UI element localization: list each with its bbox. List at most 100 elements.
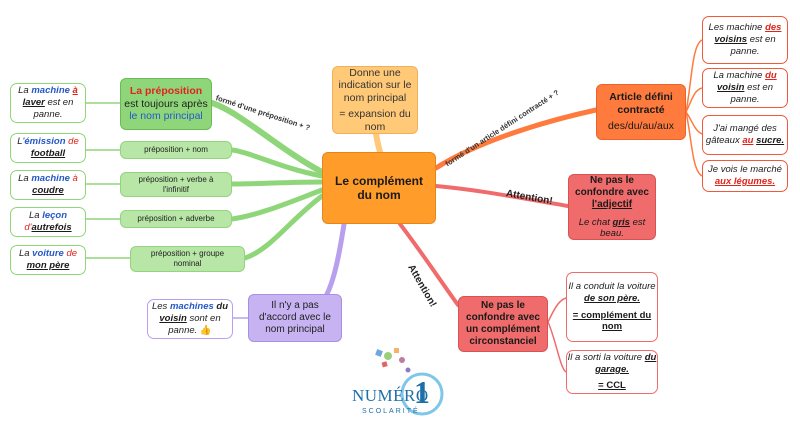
rule-box-2[interactable]: préposition + verbe à l'infinitif <box>120 172 232 197</box>
rule-box-1[interactable]: préposition + nom <box>120 141 232 159</box>
branch-rule-3 <box>229 187 325 222</box>
logo-graphic <box>375 348 444 416</box>
ex-noun: machines <box>169 301 214 313</box>
article-example-2[interactable]: La machine du voisin est en panne. <box>702 68 788 108</box>
rule-label-3: préposition + adverbe <box>137 214 215 224</box>
ex-pre: J'ai mangé des gâteaux <box>705 123 777 146</box>
ex-complement: football <box>30 148 66 159</box>
example-football[interactable]: L'émission de football <box>10 133 86 163</box>
example-mon-pere[interactable]: La voiture de mon père <box>10 245 86 275</box>
ex-pre: La machine <box>713 70 766 82</box>
ex-complement: sucre. <box>756 135 785 146</box>
adjectif-example-b: gris <box>612 216 630 228</box>
preposition-text-b: le nom principal <box>129 110 203 123</box>
rule-box-3[interactable]: préposition + adverbe <box>120 210 232 228</box>
definition-box[interactable]: Donne une indication sur le nom principa… <box>332 66 418 134</box>
ex-complement: du garage. <box>595 352 657 376</box>
ex-prep: de <box>68 136 79 148</box>
article-box[interactable]: Article défini contracté des/du/au/aux <box>596 84 686 140</box>
ex-complement: voisins <box>714 34 748 46</box>
adjectif-box[interactable]: Ne pas le confondre avec l'adjectif Le c… <box>568 174 656 240</box>
branch-circonstanciel <box>398 222 460 307</box>
example-autrefois-text: La leçon d'autrefois <box>11 210 85 234</box>
preposition-text-a: est toujours après <box>124 97 208 110</box>
circonstanciel-example-1-text: Il a conduit la voiture de son père. <box>567 281 657 305</box>
accord-box[interactable]: Il n'y a pas d'accord avec le nom princi… <box>248 294 342 342</box>
ex-complement: laver <box>22 97 45 109</box>
adjectif-title-b: l'adjectif <box>591 198 633 210</box>
example-mon-pere-text: La voiture de mon père <box>11 248 85 272</box>
branch-top <box>373 131 383 155</box>
example-autrefois[interactable]: La leçon d'autrefois <box>10 207 86 237</box>
article-example-1-text: Les machine des voisins est en panne. <box>703 22 787 58</box>
ex-post: est en panne. <box>730 82 773 105</box>
example-coudre[interactable]: La machine à coudre <box>10 170 86 200</box>
ex-noun: voiture <box>32 248 64 260</box>
circonstanciel-example-1[interactable]: Il a conduit la voiture de son père. = c… <box>566 272 658 342</box>
thumbs-up-icon: 👍 <box>199 324 212 336</box>
example-laver-text: La machine à laver est en panne. <box>11 85 85 121</box>
example-laver[interactable]: La machine à laver est en panne. <box>10 83 86 123</box>
numero1-logo: NUMÉRO 1 SCOLARITÉ <box>348 346 448 430</box>
circonstanciel-example-2[interactable]: Il a sorti la voiture du garage. = CCL <box>566 350 658 394</box>
ex-prep: à <box>72 85 78 97</box>
accord-text: Il n'y a pas d'accord avec le nom princi… <box>259 300 331 335</box>
example-accord[interactable]: Les machines du voisin sont en panne. 👍 <box>147 299 233 339</box>
logo-word: NUMÉRO <box>352 386 429 405</box>
central-topic[interactable]: Le complément du nom <box>322 152 436 224</box>
adjectif-title: Ne pas le confondre avec l'adjectif <box>569 175 655 211</box>
ex-post: est en panne. <box>33 97 74 120</box>
adjectif-example: Le chat gris est beau. <box>569 217 655 240</box>
ex-complement: voisin <box>717 82 745 94</box>
ex-noun: machine <box>31 85 70 97</box>
branch-article <box>433 107 599 171</box>
ex-pre: Je vois le marché <box>708 164 782 176</box>
circonstanciel-example-2-text: Il a sorti la voiture du garage. <box>567 352 657 376</box>
logo-number: 1 <box>414 374 430 410</box>
ex-article: du <box>765 70 777 82</box>
ex-noun: émission <box>24 136 66 148</box>
adjectif-title-a: Ne pas le confondre avec <box>575 174 649 198</box>
preposition-box[interactable]: La préposition est toujours après le nom… <box>120 78 212 130</box>
circonstanciel-box[interactable]: Ne pas le confondre avec un complément c… <box>458 296 548 352</box>
article-title: Article défini contracté <box>609 91 673 116</box>
ex-pre: Les <box>151 301 170 313</box>
branch-rule-1 <box>229 147 325 179</box>
article-example-3[interactable]: J'ai mangé des gâteaux au sucre. <box>702 115 788 155</box>
ex-complement: aux légumes. <box>714 176 776 187</box>
preposition-text: est toujours après le nom principal <box>121 98 211 123</box>
preposition-title: La préposition <box>129 85 203 98</box>
ex-pre: Les machine <box>708 22 766 34</box>
ex-post: est en panne. <box>730 34 776 57</box>
ex-complement: de son père. <box>584 292 640 304</box>
ex-prep: d' <box>24 222 32 233</box>
article-subtitle: des/du/au/aux <box>608 120 674 133</box>
ex-noun: leçon <box>42 210 68 222</box>
ex-sentence: Il a conduit la voiture <box>568 280 656 292</box>
example-football-text: L'émission de football <box>11 136 85 160</box>
circonstanciel-title: Ne pas le confondre avec un complément c… <box>466 300 540 347</box>
article-example-4[interactable]: Je vois le marché aux légumes. <box>702 160 788 192</box>
branch-preposition <box>209 100 325 175</box>
logo-sub: SCOLARITÉ <box>362 408 420 415</box>
central-title: Le complément du nom <box>334 173 424 202</box>
ex-result: = CCL <box>598 379 626 391</box>
rule-label-1: préposition + nom <box>144 145 208 155</box>
example-accord-text: Les machines du voisin sont en panne. 👍 <box>148 301 232 337</box>
ex-complement: mon père <box>26 260 70 271</box>
definition-text: Donne une indication sur le nom principa… <box>338 66 412 104</box>
ex-pre: L' <box>17 136 25 148</box>
branch-adjectif <box>434 184 570 208</box>
ex-pre: La <box>18 173 32 185</box>
rule-label-2: préposition + verbe à l'infinitif <box>138 174 214 194</box>
ex-result: = complément du nom <box>572 309 652 333</box>
rule-label-4: préposition + groupe nominal <box>150 249 225 268</box>
ex-pre: La <box>18 248 33 260</box>
article-example-1[interactable]: Les machine des voisins est en panne. <box>702 16 788 64</box>
ex-complement: autrefois <box>31 222 72 233</box>
rule-box-4[interactable]: préposition + groupe nominal <box>130 246 245 272</box>
ex-complement: voisin <box>159 313 187 325</box>
ex-prep: de <box>66 248 78 260</box>
ex-article: des <box>765 22 782 34</box>
